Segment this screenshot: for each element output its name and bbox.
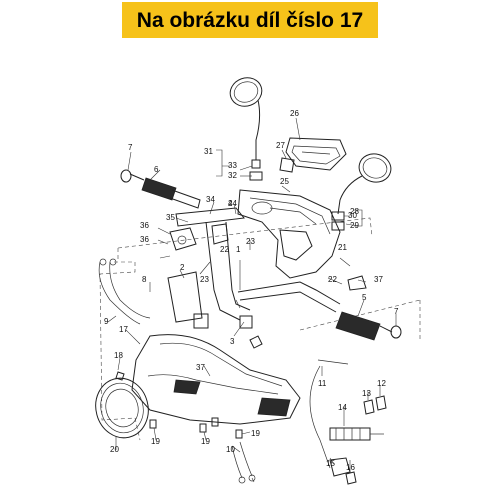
part-number-label: 33 <box>228 161 237 170</box>
part-number-label: 6 <box>154 165 159 174</box>
part-number-label: 32 <box>228 171 237 180</box>
part-number-label: 3 <box>230 337 235 346</box>
screws <box>115 371 243 439</box>
part-number-label: 15 <box>326 459 335 468</box>
title-banner: Na obrázku díl číslo 17 <box>122 2 378 38</box>
part-number-label: 12 <box>377 379 386 388</box>
part-number-label: 17 <box>119 325 128 334</box>
part-number-label: 37 <box>196 363 205 372</box>
meter-cover <box>285 137 347 171</box>
part-number-label: 4 <box>228 199 233 208</box>
part-number-label: 23 <box>246 237 255 246</box>
part-number-label: 24 <box>228 199 237 208</box>
part-number-label: 30 <box>348 211 357 220</box>
part-number-label: 9 <box>104 317 109 326</box>
part-number-label: 19 <box>201 437 210 446</box>
cables-left <box>98 258 256 484</box>
part-number-label: 5 <box>362 293 367 302</box>
part-number-label: 11 <box>318 379 327 388</box>
part-number-label: 23 <box>200 275 209 284</box>
assembly-boundary <box>99 217 421 441</box>
lever-holder <box>169 223 229 251</box>
handlebar-upper-cover <box>237 189 341 279</box>
part-number-label: 28 <box>350 207 359 216</box>
part-number-label: 7 <box>128 143 133 152</box>
part-number-label: 2 <box>180 263 185 272</box>
left-mirror <box>229 77 263 181</box>
part-number-label: 19 <box>151 437 160 446</box>
part-number-label: 16 <box>346 463 355 472</box>
part-number-label: 21 <box>338 243 347 252</box>
part-37-right <box>347 275 367 291</box>
part-number-label: 26 <box>290 109 299 118</box>
part-number-label: 25 <box>280 177 289 186</box>
part-number-label: 10 <box>226 445 235 454</box>
right-mirror <box>331 153 392 231</box>
part-number-label: 13 <box>362 389 371 398</box>
part-number-label: 29 <box>350 221 359 230</box>
title-text: Na obrázku díl číslo 17 <box>136 9 364 32</box>
part-number-label: 14 <box>338 403 347 412</box>
part-27 <box>279 157 295 173</box>
part-number-label: 36 <box>140 221 149 230</box>
part-number-label: 35 <box>166 213 175 222</box>
part-number-label: 22 <box>220 245 229 254</box>
part-number-label: 36 <box>140 235 149 244</box>
part-number-label: 22 <box>328 275 337 284</box>
headlight <box>95 377 149 439</box>
left-grip <box>120 169 201 209</box>
part-number-label: 7 <box>394 307 399 316</box>
part-number-label: 20 <box>110 445 119 454</box>
leader-lines <box>107 117 397 483</box>
part-2 <box>167 271 203 323</box>
part-number-label: 31 <box>204 147 213 156</box>
part-number-label: 37 <box>374 275 383 284</box>
cable-11 <box>309 359 349 469</box>
handlebar <box>175 207 341 349</box>
part-number-label: 34 <box>206 195 215 204</box>
part-number-label: 18 <box>114 351 123 360</box>
part-number-label: 19 <box>251 429 260 438</box>
front-cover[interactable] <box>131 334 301 425</box>
right-grip <box>335 311 402 341</box>
part-number-label: 27 <box>276 141 285 150</box>
part-number-label: 1 <box>236 245 241 254</box>
part-number-label: 8 <box>142 275 147 284</box>
